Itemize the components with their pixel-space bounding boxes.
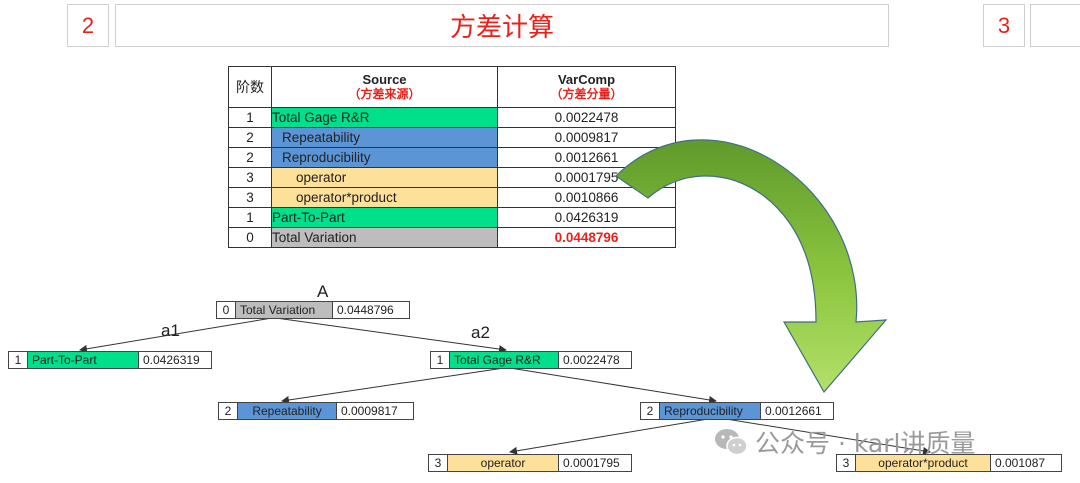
curved-arrow — [615, 139, 888, 394]
node-total-variation: 0 Total Variation 0.0448796 — [216, 301, 410, 319]
node-label: Repeatability — [238, 403, 337, 419]
node-level: 3 — [429, 455, 448, 471]
node-value: 0.0426319 — [143, 353, 200, 367]
row-source: Total Variation — [271, 227, 498, 248]
node-level: 0 — [217, 302, 236, 318]
watermark: 公众号 · karl讲质量 — [713, 424, 975, 460]
node-level: 2 — [219, 403, 238, 419]
row-source: Part-To-Part — [271, 207, 498, 228]
header-level: 阶数 — [228, 66, 272, 108]
row-value: 0.0022478 — [497, 107, 676, 128]
node-label: Reproducibility — [660, 403, 761, 419]
varcomp-table: 阶数 Source （方差来源） VarComp （方差分量） 1 Total … — [228, 66, 676, 248]
edge-total-gage — [275, 317, 507, 353]
row-level: 0 — [228, 227, 272, 248]
node-level: 3 — [837, 455, 856, 471]
node-operator-product: 3 operator*product 0.001087 — [836, 454, 1062, 472]
node-level: 1 — [431, 352, 450, 368]
header-varcomp-label: VarComp — [557, 72, 616, 87]
node-value: 0.0022478 — [563, 353, 620, 367]
node-value: 0.0009817 — [341, 404, 398, 418]
node-label: Total Gage R&R — [450, 352, 559, 368]
header-varcomp-sub: （方差分量） — [550, 87, 623, 101]
edge-gage-repeat — [281, 367, 505, 404]
table-row: 2 Reproducibility 0.0012661 — [228, 147, 676, 168]
row-source: Reproducibility — [271, 147, 498, 168]
watermark-text: 公众号 · karl讲质量 — [755, 429, 976, 458]
node-total-gage-rr: 1 Total Gage R&R 0.0022478 — [430, 351, 632, 369]
label-a1: a1 — [161, 321, 180, 340]
node-reproducibility: 2 Reproducibility 0.0012661 — [640, 402, 834, 420]
edge-reprod-oper — [509, 417, 715, 455]
row-value-total: 0.0448796 — [497, 227, 676, 248]
node-label: operator*product — [856, 455, 991, 471]
next-section-box — [1030, 4, 1080, 47]
node-label: Total Variation — [236, 302, 333, 318]
node-value: 0.0012661 — [765, 404, 822, 418]
node-label: Part-To-Part — [28, 352, 139, 368]
node-label: operator — [448, 455, 559, 471]
node-part-to-part: 1 Part-To-Part 0.0426319 — [8, 351, 212, 369]
table-row: 1 Part-To-Part 0.0426319 — [228, 207, 676, 228]
node-value: 0.0448796 — [337, 303, 394, 317]
node-value: 0.0001795 — [563, 456, 620, 470]
section-number-left: 2 — [67, 4, 109, 47]
header-source-sub: （方差来源） — [348, 87, 421, 101]
label-A: A — [317, 282, 329, 301]
edge-reprod-operprod — [719, 417, 931, 455]
header-source-label: Source — [362, 72, 407, 87]
row-value: 0.0009817 — [497, 127, 676, 148]
label-a2: a2 — [471, 323, 490, 342]
table-row: 2 Repeatability 0.0009817 — [228, 127, 676, 148]
edge-total-part — [79, 317, 273, 353]
table-row: 0 Total Variation 0.0448796 — [228, 227, 676, 248]
node-value: 0.001087 — [995, 456, 1046, 470]
node-level: 1 — [9, 352, 28, 368]
table-row: 3 operator*product 0.0010866 — [228, 187, 676, 208]
page-title: 方差计算 — [115, 4, 889, 47]
edge-gage-reprod — [509, 367, 717, 404]
wechat-icon — [715, 429, 748, 456]
section-number-right: 3 — [983, 4, 1025, 47]
node-operator: 3 operator 0.0001795 — [428, 454, 632, 472]
row-source: operator*product — [271, 187, 498, 208]
node-level: 2 — [641, 403, 660, 419]
node-repeatability: 2 Repeatability 0.0009817 — [218, 402, 414, 420]
